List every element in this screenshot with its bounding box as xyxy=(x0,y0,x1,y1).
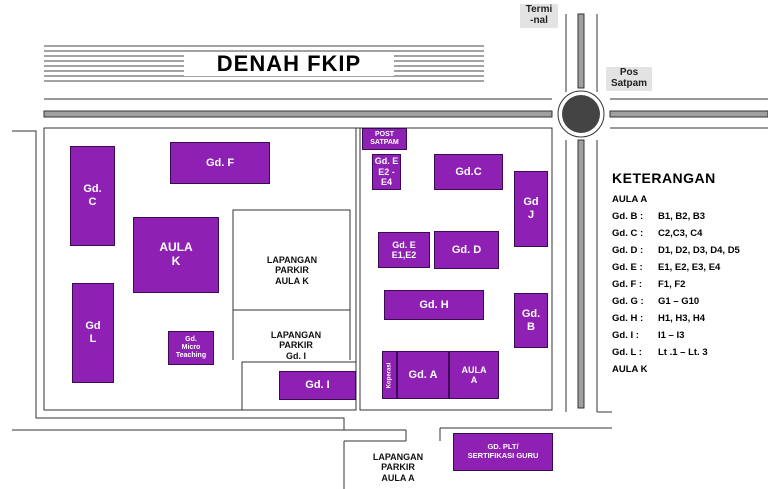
building-gd-c-left[interactable]: Gd. C xyxy=(70,146,115,246)
label-parkir-aula-a: LAPANGAN PARKIR AULA A xyxy=(372,452,424,483)
terminal-label: Termi -nal xyxy=(520,4,558,28)
building-gd-a[interactable]: Gd. A xyxy=(397,351,449,399)
building-koperasi[interactable]: Koperasi xyxy=(382,351,397,399)
building-gd-j[interactable]: Gd J xyxy=(514,171,548,247)
label-parkir-aula-k: LAPANGAN PARKIR AULA K xyxy=(266,255,318,286)
post-satpam[interactable]: POST SATPAM xyxy=(362,128,407,150)
building-aula-k[interactable]: AULA K xyxy=(133,217,219,293)
south-road xyxy=(577,139,585,409)
label-parkir-gd-i: LAPANGAN PARKIR Gd. I xyxy=(270,330,322,361)
legend-row-aula-a: AULA A xyxy=(612,194,648,205)
roundabout xyxy=(557,90,605,138)
legend-row-aula-k: AULA K xyxy=(612,364,648,375)
building-aula-a[interactable]: AULA A xyxy=(449,351,499,399)
building-gd-plt[interactable]: GD. PLT/ SERTIFIKASI GURU xyxy=(453,433,553,471)
legend-row: Gd. D :D1, D2, D3, D4, D5 xyxy=(612,245,740,256)
legend-row: Gd. H :H1, H3, H4 xyxy=(612,313,705,324)
legend-row: Gd. L :Lt .1 – Lt. 3 xyxy=(612,347,708,358)
building-micro-teaching[interactable]: Gd. Micro Teaching xyxy=(168,331,214,365)
map-title: DENAH FKIP xyxy=(184,52,394,76)
east-block xyxy=(359,127,553,411)
legend-row: Gd. B :B1, B2, B3 xyxy=(612,211,705,222)
west-block xyxy=(43,127,357,411)
parking-aula-k xyxy=(232,209,351,311)
north-road xyxy=(577,13,585,89)
building-gd-c-right[interactable]: Gd.C xyxy=(434,154,503,190)
legend-row: Gd. F :F1, F2 xyxy=(612,279,686,290)
building-gd-f[interactable]: Gd. F xyxy=(170,142,270,184)
building-gd-h[interactable]: Gd. H xyxy=(384,290,484,320)
east-road xyxy=(609,110,768,118)
legend: KETERANGAN AULA A Gd. B :B1, B2, B3 Gd. … xyxy=(612,170,768,381)
legend-row: Gd. I :I1 – I3 xyxy=(612,330,685,341)
legend-row: Gd. G :G1 – G10 xyxy=(612,296,700,307)
title-banner: DENAH FKIP xyxy=(44,44,484,84)
building-gd-i[interactable]: Gd. I xyxy=(279,371,356,400)
campus-boundary xyxy=(12,130,345,431)
building-gd-l[interactable]: Gd L xyxy=(72,283,114,383)
legend-row: Gd. E :E1, E2, E3, E4 xyxy=(612,262,721,273)
legend-row: Gd. C :C2,C3, C4 xyxy=(612,228,703,239)
pos-satpam-label: Pos Satpam xyxy=(606,67,652,91)
legend-heading: KETERANGAN xyxy=(612,170,716,186)
building-gd-e-mid[interactable]: Gd. E E1,E2 xyxy=(378,232,430,268)
gd-i-block xyxy=(241,361,357,411)
building-gd-b[interactable]: Gd. B xyxy=(514,293,548,348)
building-gd-e-upper[interactable]: Gd. E E2 - E4 xyxy=(372,154,401,190)
building-gd-d[interactable]: Gd. D xyxy=(434,231,499,269)
main-road xyxy=(43,110,553,118)
